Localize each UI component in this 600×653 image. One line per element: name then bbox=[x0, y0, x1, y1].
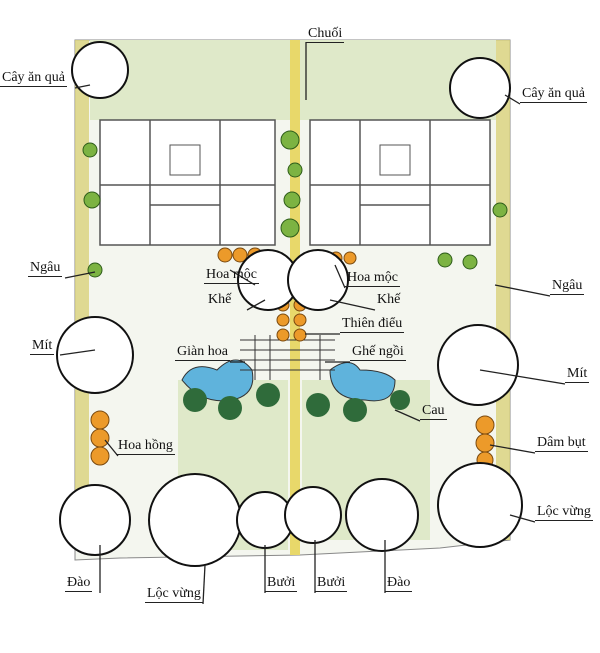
label-ngau-left: Ngâu bbox=[28, 260, 63, 277]
label-mit-right: Mít bbox=[565, 366, 590, 383]
label-hoa-moc-right: Hoa mộc bbox=[345, 270, 400, 287]
label-cay-an-qua-left: Cây ăn quả bbox=[0, 70, 67, 87]
label-loc-vung-right: Lộc vừng bbox=[535, 504, 593, 521]
palms bbox=[183, 383, 410, 422]
label-cau: Cau bbox=[420, 403, 447, 420]
label-mit-left: Mít bbox=[30, 338, 55, 355]
house-left bbox=[99, 119, 276, 246]
label-thien-dieu: Thiên điểu bbox=[340, 316, 405, 333]
label-ngau-right: Ngâu bbox=[550, 278, 585, 295]
tree-loc-vung-right bbox=[437, 462, 523, 548]
pond-right bbox=[329, 362, 396, 402]
label-loc-vung-left: Lộc vừng bbox=[145, 586, 203, 603]
left-hedge-strip bbox=[75, 40, 89, 540]
label-buoi-right: Bưởi bbox=[315, 575, 348, 592]
label-cay-an-qua-right: Cây ăn quả bbox=[520, 86, 587, 103]
label-dao-right: Đào bbox=[385, 575, 413, 592]
tree-loc-vung-left bbox=[148, 473, 242, 567]
leader-lines bbox=[59, 42, 566, 605]
right-hedge-strip bbox=[496, 40, 510, 540]
tree-mit-left bbox=[56, 316, 134, 394]
tree-fruit-left bbox=[71, 41, 129, 99]
tree-dao-left bbox=[59, 484, 131, 556]
trees bbox=[56, 41, 523, 567]
label-khe-right: Khế bbox=[377, 292, 401, 307]
label-khe-left: Khế bbox=[208, 292, 232, 307]
tree-mit-right bbox=[437, 324, 519, 406]
tree-buoi-right bbox=[284, 486, 342, 544]
tree-khe-right bbox=[287, 249, 349, 311]
green-shrubs bbox=[82, 130, 508, 278]
label-dam-but: Dâm bụt bbox=[535, 435, 588, 452]
tree-fruit-right bbox=[449, 57, 511, 119]
flower-trellis bbox=[240, 335, 335, 380]
label-gian-hoa: Giàn hoa bbox=[175, 344, 230, 361]
label-ghe-ngoi: Ghế ngồi bbox=[350, 344, 406, 361]
tree-dao-right bbox=[345, 478, 419, 552]
label-hoa-hong: Hoa hồng bbox=[116, 438, 175, 455]
label-dao-left: Đào bbox=[65, 575, 93, 592]
label-hoa-moc-left: Hoa mộc bbox=[204, 267, 259, 284]
house-right bbox=[309, 119, 491, 246]
label-buoi-left: Bưởi bbox=[265, 575, 298, 592]
label-chuoi: Chuối bbox=[306, 26, 345, 43]
